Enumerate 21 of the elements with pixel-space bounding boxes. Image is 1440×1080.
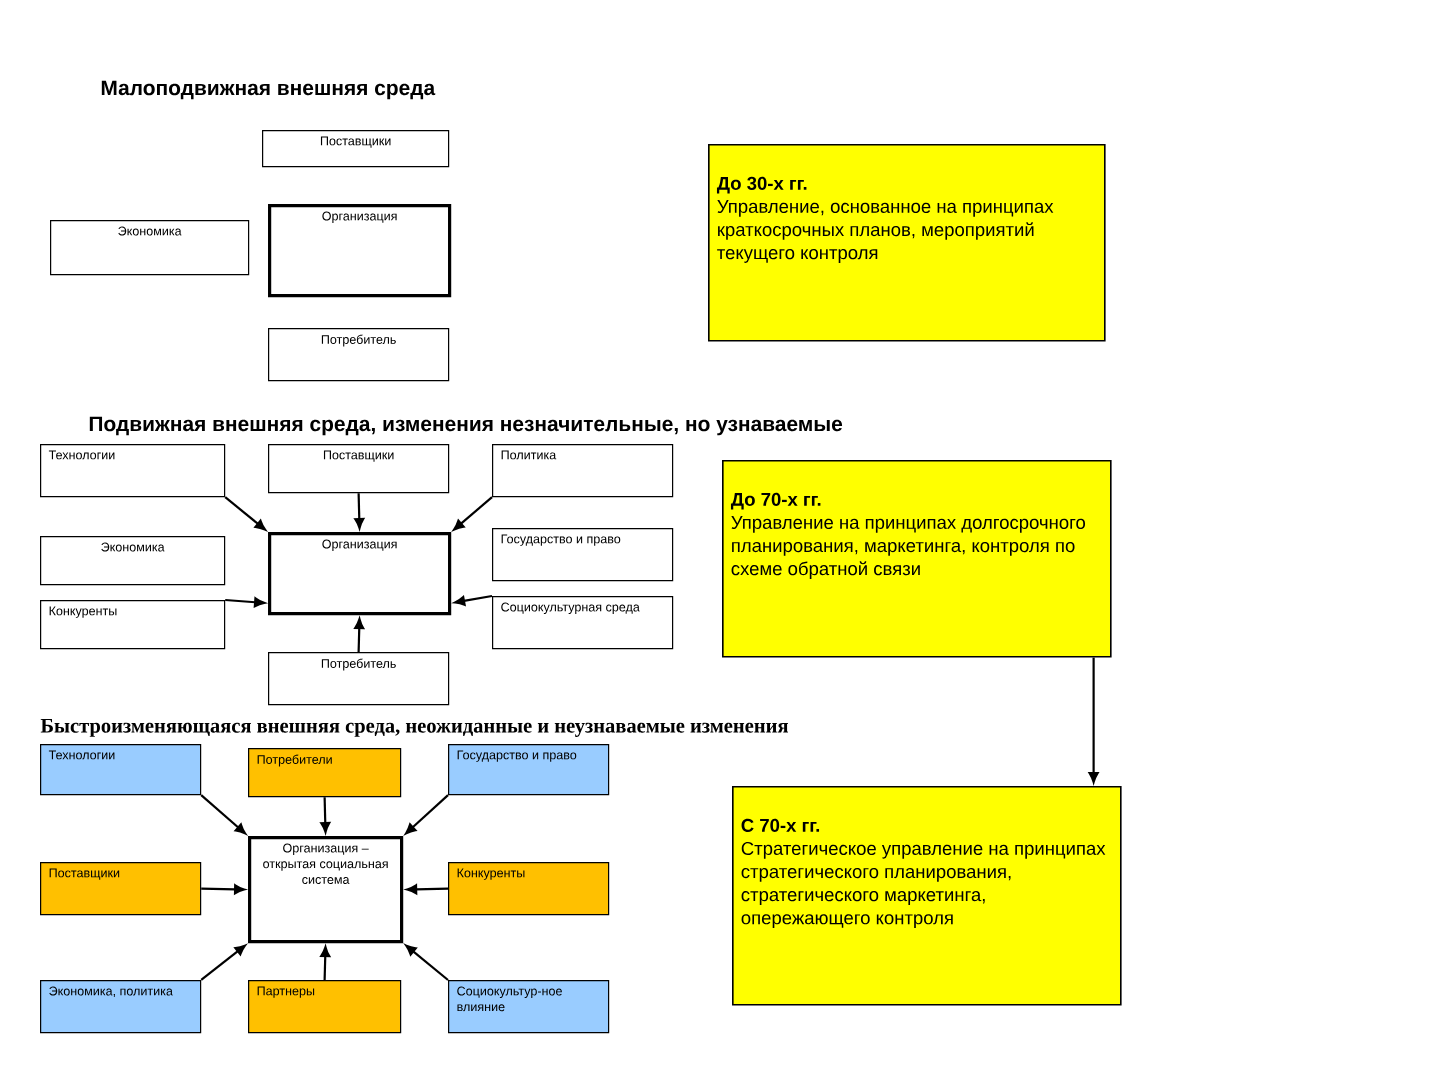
heading: Малоподвижная внешняя среда: [101, 80, 436, 100]
note-box: До 30-х гг. Управление, основанное на принципах краткосрочных планов, мероприятий текущего контроля: [708, 144, 1106, 342]
arrow: [200, 944, 246, 981]
arrow: [405, 794, 449, 835]
arrow: [406, 884, 449, 895]
heading: Быстроизменяющаяся внешняя среда, неожиданные и неузнаваемые изменения: [40, 719, 788, 737]
arrow: [1088, 657, 1099, 784]
arrow: [201, 884, 246, 895]
heading: Подвижная внешняя среда, изменения незначительные, но узнаваемые: [89, 416, 843, 436]
note-box: До 70-х гг. Управление на принципах долгосрочного планирования, маркетинга, контроля по схеме обратной связи: [722, 459, 1112, 658]
arrow: [225, 597, 266, 608]
arrow: [320, 946, 331, 980]
arrow: [405, 944, 449, 981]
arrow: [200, 794, 247, 835]
arrow: [354, 493, 365, 530]
arrow: [454, 594, 493, 606]
arrow: [354, 618, 365, 652]
arrow: [453, 496, 493, 531]
arrow: [320, 797, 331, 834]
note-box: С 70-х гг. Стратегическое управление на принципах стратегического планирования, стратегического маркетинга, опережающего контроля: [732, 786, 1122, 1006]
arrow: [224, 496, 266, 531]
